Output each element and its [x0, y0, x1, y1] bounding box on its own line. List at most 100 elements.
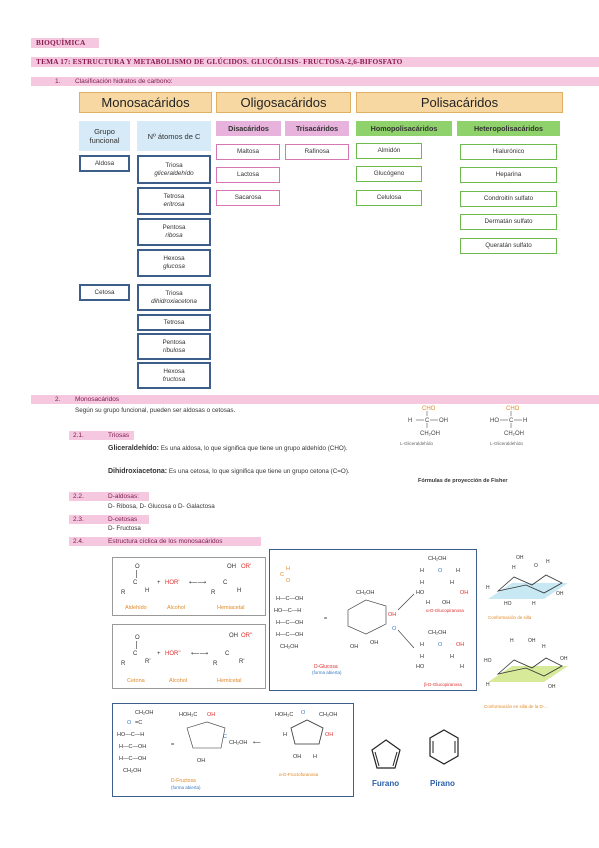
forma-abierta2-label: (forma abierta)	[171, 785, 201, 790]
conformacion-silla-label: Conformación de silla	[488, 615, 532, 620]
svg-text:C: C	[280, 572, 284, 578]
homopolisacaridos-header: Homopolisacáridos	[356, 121, 452, 136]
aldosa-cell: Aldosa	[79, 155, 130, 172]
svg-text:⟵: ⟵	[253, 740, 262, 746]
svg-text:HO: HO	[416, 590, 425, 596]
svg-text:+: +	[157, 580, 161, 586]
dfructosa-label: D-Fructosa	[171, 778, 196, 784]
svg-text:CHO: CHO	[422, 406, 436, 412]
svg-text:CH₂OH: CH₂OH	[319, 712, 337, 718]
hemiacetal-label: Hemiacetal	[217, 605, 245, 611]
svg-text:OH: OH	[460, 590, 468, 596]
svg-text:O: O	[286, 578, 291, 584]
s21-bar	[69, 431, 134, 440]
homopolisacarido-celulosa: Celulosa	[356, 190, 422, 206]
category-polisacaridos: Polisacáridos	[356, 92, 563, 113]
svg-text:HO: HO	[484, 658, 492, 664]
svg-text:H: H	[456, 568, 460, 574]
svg-text:OH: OH	[528, 638, 536, 644]
furano-pirano-figure: Furano Pirano	[371, 729, 459, 788]
svg-text:O: O	[127, 720, 132, 726]
svg-text:HO: HO	[490, 418, 499, 424]
svg-text:C: C	[509, 418, 514, 424]
svg-text:OH: OH	[560, 656, 568, 662]
svg-text:H: H	[546, 559, 550, 565]
svg-text:H: H	[523, 418, 527, 424]
svg-text:=C: =C	[135, 720, 142, 726]
svg-text:HOR'': HOR''	[165, 651, 181, 657]
svg-text:R': R'	[239, 659, 244, 665]
svg-text:H: H	[145, 588, 149, 594]
s23-number: 2.3.	[73, 516, 84, 523]
svg-text:CH₂OH: CH₂OH	[356, 590, 374, 596]
svg-text:OH: OH	[516, 555, 524, 561]
svg-text:R: R	[121, 661, 126, 667]
alfa-glucopiranosa-label: α-D-Glucopiranosa	[426, 608, 464, 613]
svg-text:HO: HO	[504, 601, 512, 607]
svg-text:OH: OH	[350, 644, 358, 650]
heteropolisacarido-queratan: Queratán sulfato	[460, 238, 557, 254]
subject-bar	[31, 38, 99, 48]
s22-text: D- Ribosa, D- Glucosa o D- Galactosa	[108, 503, 215, 510]
s22-number: 2.2.	[73, 493, 84, 500]
section1-title: Clasificación hidratos de carbono:	[75, 78, 173, 85]
svg-text:H: H	[510, 638, 514, 644]
heteropolisacarido-dermatan: Dermatán sulfato	[460, 214, 557, 230]
section2-bar	[31, 395, 599, 404]
cetona-label: Cetona	[127, 678, 146, 684]
section1-bar	[31, 77, 599, 86]
svg-text:H: H	[420, 642, 424, 648]
svg-text:OH: OH	[325, 732, 333, 738]
svg-text:OH: OH	[227, 564, 236, 570]
disacaridos-header: Disacáridos	[216, 121, 281, 136]
tema-bar	[31, 57, 599, 67]
svg-text:=: =	[324, 616, 327, 622]
s21-title: Triosas	[108, 432, 130, 439]
svg-text:OR': OR'	[241, 564, 251, 570]
gliceraldehido-term: Gliceraldehído:	[108, 445, 159, 452]
svg-text:O: O	[135, 635, 140, 641]
s24-bar	[69, 537, 261, 546]
svg-text:HOH₂C: HOH₂C	[179, 712, 197, 718]
svg-text:CH₂OH: CH₂OH	[280, 644, 298, 650]
heteropolisacarido-hialuronico: Hialurónico	[460, 144, 557, 160]
svg-text:C: C	[133, 651, 138, 657]
dihidroxiacetona-text: Es una cetosa, lo que significa que tien…	[168, 468, 350, 475]
svg-text:CH₂OH: CH₂OH	[428, 630, 446, 636]
svg-text:H: H	[426, 600, 430, 606]
svg-text:R: R	[213, 661, 218, 667]
svg-text:O: O	[392, 626, 397, 632]
svg-text:HO—C—H: HO—C—H	[117, 732, 144, 738]
cetosa-item-tetrosa: Tetrosa	[137, 314, 211, 331]
svg-text:OH: OH	[442, 600, 450, 606]
svg-text:CHO: CHO	[506, 406, 520, 412]
svg-text:O: O	[438, 642, 443, 648]
gliceraldehido-definition: Gliceraldehído: Es una aldosa, lo que si…	[108, 444, 378, 454]
section2-number: 2.	[55, 396, 61, 403]
s23-text: D- Fructosa	[108, 525, 141, 532]
grupo-funcional-header: Grupo funcional	[79, 121, 130, 151]
svg-text:R: R	[121, 590, 126, 596]
homopolisacarido-almidon: Almidón	[356, 143, 422, 159]
svg-text:H: H	[450, 654, 454, 660]
alcohol-label: Alcohol	[167, 605, 185, 611]
svg-text:H: H	[512, 565, 516, 571]
svg-text:OH: OH	[207, 712, 215, 718]
svg-text:HOH₂C: HOH₂C	[275, 712, 293, 718]
svg-text:HOR': HOR'	[165, 580, 179, 586]
fisher-left-label: L-Gliceraldehído	[400, 441, 434, 446]
svg-text:OH: OH	[229, 633, 238, 639]
fisher-right-label: L-Gliceraldehído	[490, 441, 524, 446]
svg-text:OH: OH	[456, 642, 464, 648]
s24-number: 2.4.	[73, 538, 84, 545]
fructose-cyclization-figure: CH₂OH O=C HO—C—H H—C—OH H—C—OH CH₂OH = H…	[112, 703, 354, 797]
svg-text:H: H	[313, 754, 317, 760]
svg-text:OH: OH	[548, 684, 556, 690]
svg-text:OH: OH	[370, 640, 378, 646]
svg-text:CH₂OH: CH₂OH	[135, 710, 153, 716]
